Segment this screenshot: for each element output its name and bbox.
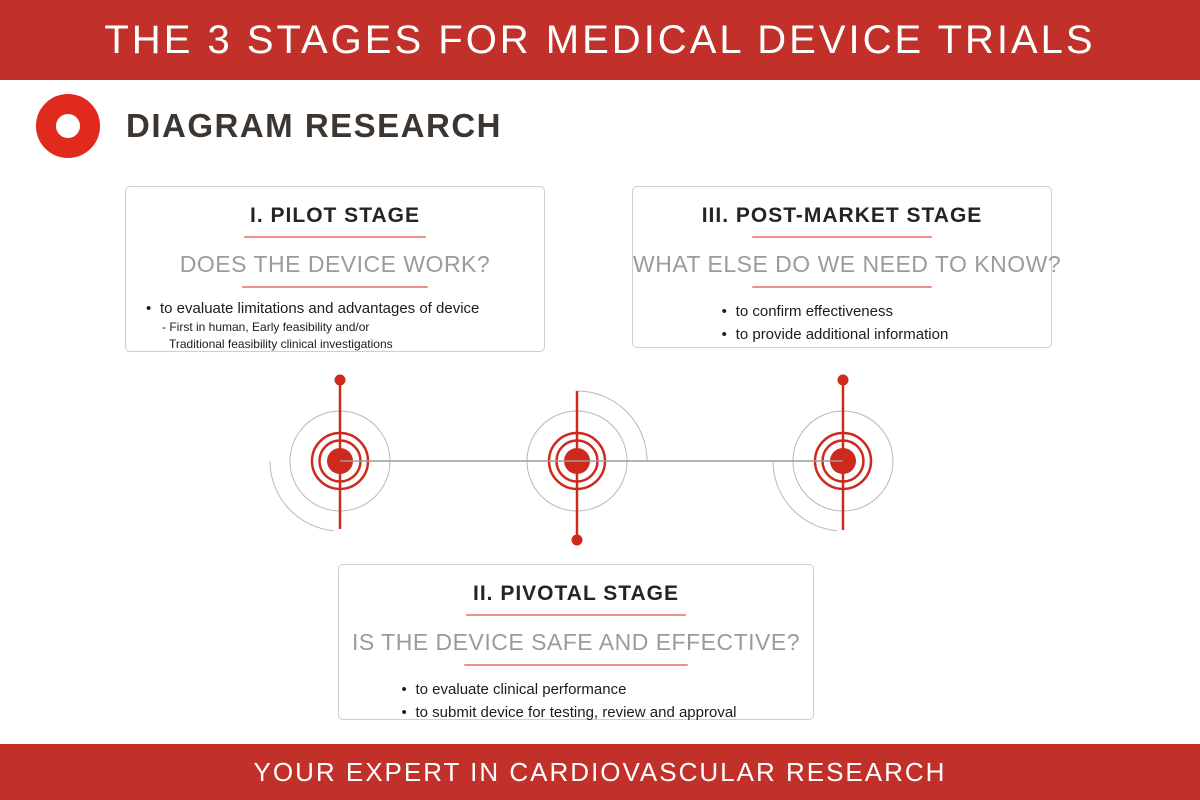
footer-tagline: YOUR EXPERT IN CARDIOVASCULAR RESEARCH: [253, 756, 947, 787]
stage-bullet: to submit device for testing, review and…: [402, 702, 737, 725]
stage-sub-item: Traditional feasibility clinical investi…: [169, 337, 393, 352]
stage-question: WHAT ELSE DO WE NEED TO KNOW?: [633, 251, 1062, 277]
target-icon: [772, 374, 894, 532]
header-banner: THE 3 STAGES FOR MEDICAL DEVICE TRIALS: [0, 0, 1200, 80]
stage-bullet: to evaluate limitations and advantages o…: [146, 300, 544, 354]
title-underline: [244, 236, 426, 238]
page-title: THE 3 STAGES FOR MEDICAL DEVICE TRIALS: [104, 17, 1096, 62]
logo-text: DIAGRAM RESEARCH: [126, 107, 503, 144]
question-underline: [242, 286, 428, 288]
target-icon: [526, 390, 648, 546]
stage-title: I. PILOT STAGE: [250, 204, 420, 227]
timeline-graphic: [269, 374, 894, 546]
logo: DIAGRAM RESEARCH: [36, 94, 502, 158]
stage-bullet: to confirm effectiveness: [722, 301, 949, 324]
question-underline: [752, 286, 932, 288]
stage-card-pilot: I. PILOT STAGE DOES THE DEVICE WORK? to …: [125, 186, 545, 352]
stage-title: III. POST-MARKET STAGE: [701, 204, 983, 227]
stage-bullet-list: to evaluate limitations and advantages o…: [146, 300, 544, 354]
stage-sub-item: - First in human, Early feasibility and/…: [162, 319, 370, 334]
stage-question: IS THE DEVICE SAFE AND EFFECTIVE?: [351, 629, 801, 655]
target-icon: [269, 374, 391, 532]
stage-question: DOES THE DEVICE WORK?: [179, 251, 491, 277]
stage-bullet: to provide additional information: [722, 324, 949, 347]
stage-bullet: to evaluate clinical performance: [402, 679, 737, 702]
title-underline: [752, 236, 932, 238]
stage-card-pivotal: II. PIVOTAL STAGE IS THE DEVICE SAFE AND…: [338, 564, 814, 724]
logo-donut-icon: [36, 94, 100, 158]
stage-bullet-list: to confirm effectiveness to provide addi…: [722, 301, 949, 347]
footer-banner: YOUR EXPERT IN CARDIOVASCULAR RESEARCH: [0, 744, 1200, 800]
title-underline: [466, 614, 686, 616]
stage-bullet-list: to evaluate clinical performance to subm…: [402, 679, 737, 725]
stage-card-post-market: III. POST-MARKET STAGE WHAT ELSE DO WE N…: [632, 186, 1062, 348]
stage-title: II. PIVOTAL STAGE: [472, 582, 680, 605]
question-underline: [464, 664, 688, 666]
